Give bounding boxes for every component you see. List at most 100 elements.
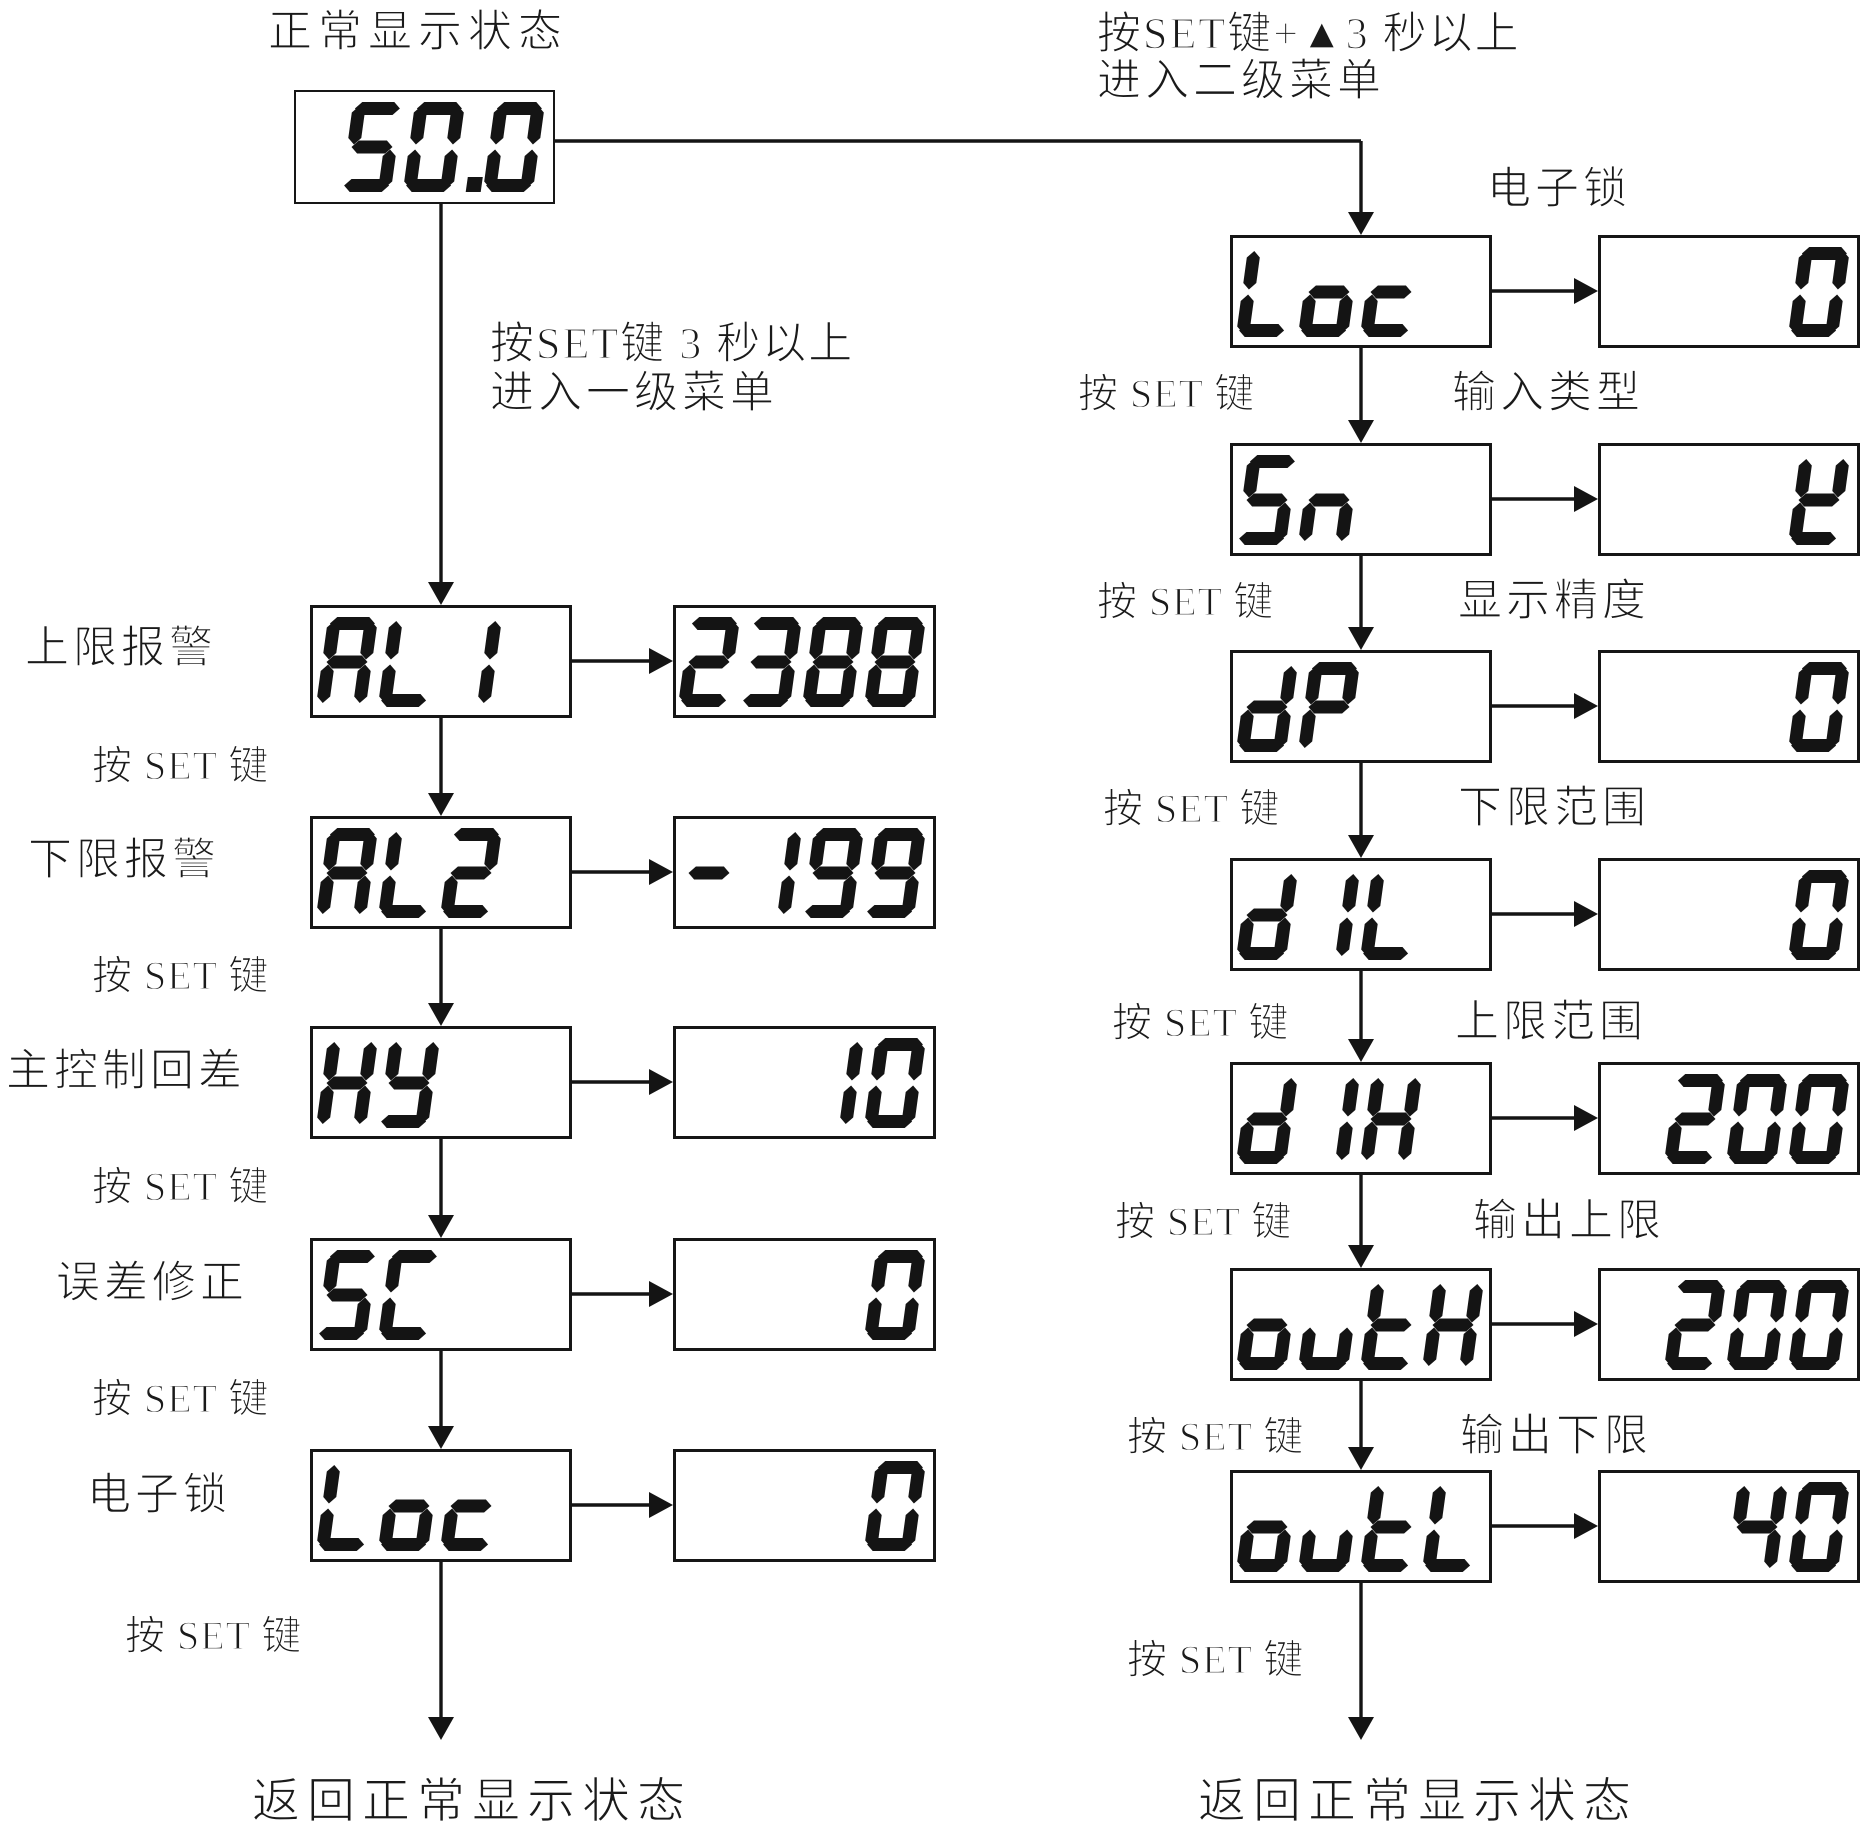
arrow-right-icon — [1574, 1311, 1598, 1337]
right-press-set-label-3: 按 SET 键 — [1111, 1000, 1290, 1045]
seven-segment-display — [1789, 459, 1849, 545]
seven-segment-display — [1237, 874, 1409, 960]
right-param-display-d1L — [1232, 870, 1426, 960]
right-param-display-d1H — [1232, 1074, 1426, 1164]
right-press-set-label-1: 按 SET 键 — [1096, 579, 1275, 624]
left-value-display-SC — [860, 1250, 930, 1340]
right-row-label-d1H: 上限范围 — [1454, 997, 1647, 1046]
arrow-right-icon — [649, 859, 673, 885]
right-param-display-Loc — [1232, 247, 1426, 337]
seven-segment-display — [865, 1250, 925, 1340]
arrow-right-icon — [649, 1492, 673, 1518]
left-row-label-HY: 主控制回差 — [5, 1046, 246, 1095]
right-value-display-d1H — [1660, 1074, 1854, 1164]
left-value-display-AL2 — [674, 828, 930, 918]
enter-level1-hint-line1: 按SET键 3 秒以上 — [489, 319, 855, 368]
return-normal-right: 返回正常显示状态 — [1197, 1775, 1639, 1828]
right-row-label-Sn: 输入类型 — [1451, 368, 1644, 417]
left-value-display-AL1 — [674, 617, 930, 707]
seven-segment-display — [865, 1461, 925, 1551]
seven-segment-display — [1237, 1078, 1421, 1164]
arrow-down-icon — [428, 1426, 454, 1449]
right-value-display-Sn — [1784, 455, 1854, 545]
arrow-down-icon — [1348, 1447, 1374, 1470]
seven-segment-display — [317, 617, 501, 707]
arrow-down-icon — [428, 1003, 454, 1026]
seven-segment-display — [688, 828, 925, 918]
seven-segment-display — [1237, 1284, 1483, 1370]
left-value-display-HY — [798, 1038, 930, 1128]
seven-segment-display — [317, 1042, 439, 1128]
seven-segment-display — [317, 828, 501, 918]
arrow-down-icon — [1348, 1245, 1374, 1268]
seven-segment-display — [1237, 662, 1359, 752]
arrow-down-icon — [1348, 1039, 1374, 1062]
left-row-label-SC: 误差修正 — [55, 1258, 248, 1307]
right-param-display-outL — [1232, 1482, 1488, 1572]
arrow-right-icon — [1574, 1105, 1598, 1131]
arrow-down-icon — [1348, 627, 1374, 650]
left-param-display-AL1 — [312, 617, 506, 707]
seven-segment-display — [679, 617, 925, 707]
right-row-label-d1L: 下限范围 — [1457, 783, 1650, 832]
right-param-box-Loc — [1230, 235, 1492, 348]
normal-state-title: 正常显示状态 — [267, 7, 568, 56]
right-row-label-outH: 输出上限 — [1472, 1196, 1665, 1245]
left-press-set-label-2: 按 SET 键 — [91, 1164, 270, 1209]
arrow-down-icon — [1348, 420, 1374, 443]
seven-segment-display — [840, 1038, 925, 1128]
seven-segment-display — [344, 102, 544, 192]
right-press-set-label-4: 按 SET 键 — [1114, 1199, 1293, 1244]
seven-segment-display — [1789, 870, 1849, 960]
arrow-right-icon — [1574, 278, 1598, 304]
right-row-label-outL: 输出下限 — [1459, 1411, 1652, 1460]
left-param-display-HY — [312, 1038, 444, 1128]
arrow-down-icon — [1348, 835, 1374, 858]
seven-segment-display — [317, 1465, 492, 1551]
main-display-value — [337, 102, 549, 192]
left-press-set-label-1: 按 SET 键 — [91, 953, 270, 998]
arrow-right-icon — [649, 1069, 673, 1095]
seven-segment-display — [1665, 1074, 1849, 1164]
seven-segment-display — [1789, 247, 1849, 337]
right-press-set-label-6: 按 SET 键 — [1126, 1637, 1305, 1682]
left-row-label-Loc: 电子锁 — [86, 1470, 231, 1519]
left-press-set-label-3: 按 SET 键 — [91, 1376, 270, 1421]
right-value-display-dP — [1784, 662, 1854, 752]
right-press-set-label-5: 按 SET 键 — [1126, 1414, 1305, 1459]
return-normal-left: 返回正常显示状态 — [251, 1775, 693, 1828]
left-param-display-AL2 — [312, 828, 506, 918]
right-press-set-label-2: 按 SET 键 — [1102, 786, 1281, 831]
arrow-right-icon — [649, 1281, 673, 1307]
seven-segment-display — [319, 1250, 437, 1340]
arrow-down-icon — [428, 1215, 454, 1238]
right-param-display-Sn — [1232, 455, 1364, 545]
left-row-label-AL1: 上限报警 — [24, 623, 217, 672]
right-param-display-dP — [1232, 662, 1364, 752]
seven-segment-display — [1789, 662, 1849, 752]
arrow-right-icon — [1574, 1513, 1598, 1539]
arrow-right-icon — [1574, 693, 1598, 719]
arrow-right-icon — [649, 648, 673, 674]
seven-segment-display — [1239, 455, 1353, 545]
enter-level1-hint-line2: 进入一级菜单 — [489, 368, 778, 417]
seven-segment-display — [1733, 1482, 1849, 1572]
left-value-display-Loc — [860, 1461, 930, 1551]
left-row-label-AL2: 下限报警 — [27, 835, 220, 884]
enter-level2-hint-line1: 按SET键+▲3 秒以上 — [1096, 9, 1521, 58]
arrow-down-icon — [428, 793, 454, 816]
right-row-label-dP: 显示精度 — [1457, 576, 1650, 625]
right-value-display-Loc — [1784, 247, 1854, 337]
left-press-set-label-0: 按 SET 键 — [91, 743, 270, 788]
arrow-down-icon — [428, 1717, 454, 1740]
right-value-display-outH — [1660, 1280, 1854, 1370]
right-row-label-Loc: 电子锁 — [1486, 164, 1631, 213]
right-value-display-outL — [1722, 1482, 1854, 1572]
right-press-set-label-0: 按 SET 键 — [1077, 371, 1256, 416]
arrow-right-icon — [1574, 486, 1598, 512]
left-param-display-Loc — [312, 1461, 506, 1551]
right-value-display-d1L — [1784, 870, 1854, 960]
arrow-down-icon — [1348, 212, 1374, 235]
